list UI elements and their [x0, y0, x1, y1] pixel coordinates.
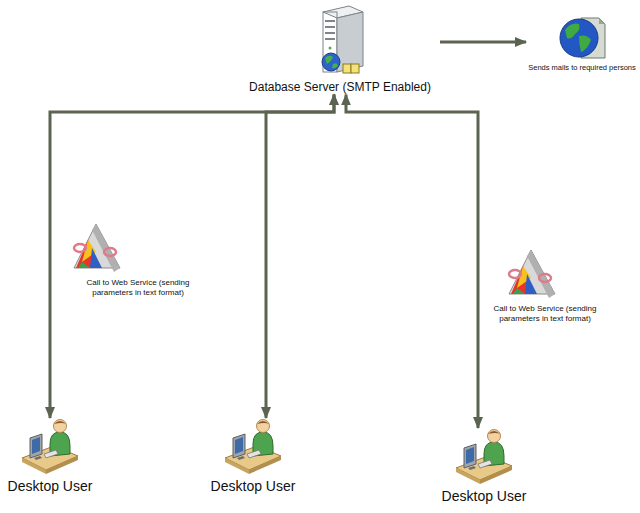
desktop-user-icon: [20, 418, 80, 476]
connector-arrow: [50, 94, 334, 418]
web-service-icon-part: [74, 244, 86, 252]
web-service-note: Call to Web Service (sending parameters …: [483, 304, 607, 325]
web-service-icon-part: [539, 274, 551, 282]
server-icon-part: [351, 64, 359, 73]
desktop-user-icon-part: [466, 447, 474, 464]
node-label: Desktop User: [211, 478, 296, 495]
desktop-user-node: Desktop User: [434, 428, 534, 505]
web-service-icon-part: [104, 248, 116, 256]
desktop-user-icon-part: [480, 466, 512, 484]
desktop-user-icon-part: [249, 456, 281, 474]
desktop-user-icon-part: [225, 458, 249, 474]
web-service-icon-part: [525, 274, 537, 294]
connector-arrow: [266, 94, 334, 418]
server-icon-part: [325, 56, 333, 64]
mail-globe-icon-part: [565, 24, 580, 39]
server-icon-part: [332, 63, 338, 68]
server-icon-part: [337, 12, 363, 72]
node-label: Database Server (SMTP Enabled): [249, 80, 431, 94]
node-label: Desktop User: [442, 488, 527, 505]
desktop-user-icon-part: [257, 420, 270, 433]
server-icon-part: [343, 64, 351, 73]
desktop-user-icon-part: [488, 431, 500, 434]
web-service-icon-part: [90, 248, 102, 268]
desktop-user-icon-part: [54, 421, 66, 424]
desktop-user-icon-part: [464, 444, 476, 468]
server-icon-part: [325, 26, 335, 28]
desktop-user-icon-part: [44, 450, 58, 458]
desktop-user-icon-part: [235, 437, 243, 454]
desktop-user-icon-part: [468, 466, 476, 470]
server-icon-part: [329, 47, 332, 50]
web-service-icon: [503, 248, 559, 300]
mail-globe-icon-part: [560, 19, 598, 57]
desktop-user-icon-part: [237, 456, 245, 460]
server-node: Database Server (SMTP Enabled): [240, 4, 440, 94]
server-icon: [309, 4, 371, 78]
mail-globe-icon: [557, 14, 607, 62]
connector-arrow: [346, 94, 478, 428]
node-label: Desktop User: [8, 478, 93, 495]
desktop-user-icon-part: [34, 456, 42, 460]
desktop-user-node: Desktop User: [0, 418, 100, 495]
desktop-user-icon-part: [456, 468, 480, 484]
server-icon-part: [325, 38, 335, 40]
desktop-user-icon-part: [46, 456, 78, 474]
desktop-user-icon-part: [22, 458, 46, 474]
desktop-user-icon-part: [247, 450, 261, 458]
web-service-note: Call to Web Service (sending parameters …: [76, 278, 200, 299]
desktop-user-icon-part: [30, 434, 42, 458]
web-service-icon-part: [509, 270, 521, 278]
desktop-user-icon-part: [488, 430, 501, 443]
desktop-user-icon: [454, 428, 514, 486]
mail-node: Sends mails to required persons: [526, 14, 638, 72]
server-icon-part: [322, 53, 340, 71]
desktop-user-icon-part: [32, 437, 40, 454]
desktop-user-icon: [223, 418, 283, 476]
desktop-user-node: Desktop User: [203, 418, 303, 495]
desktop-user-icon-part: [54, 420, 67, 433]
mail-globe-icon-part: [599, 18, 605, 24]
web-service-icon-part: [513, 288, 525, 294]
web-service-icon: [68, 222, 124, 274]
server-icon-part: [325, 20, 335, 22]
desktop-user-icon-part: [257, 421, 269, 424]
node-label: Sends mails to required persons: [528, 63, 636, 72]
server-icon-part: [325, 32, 335, 34]
desktop-user-icon-part: [233, 434, 245, 458]
connector-arrow: [440, 41, 526, 44]
web-service-icon-part: [78, 262, 90, 268]
mail-globe-icon-part: [579, 36, 591, 53]
desktop-user-icon-part: [478, 460, 492, 468]
